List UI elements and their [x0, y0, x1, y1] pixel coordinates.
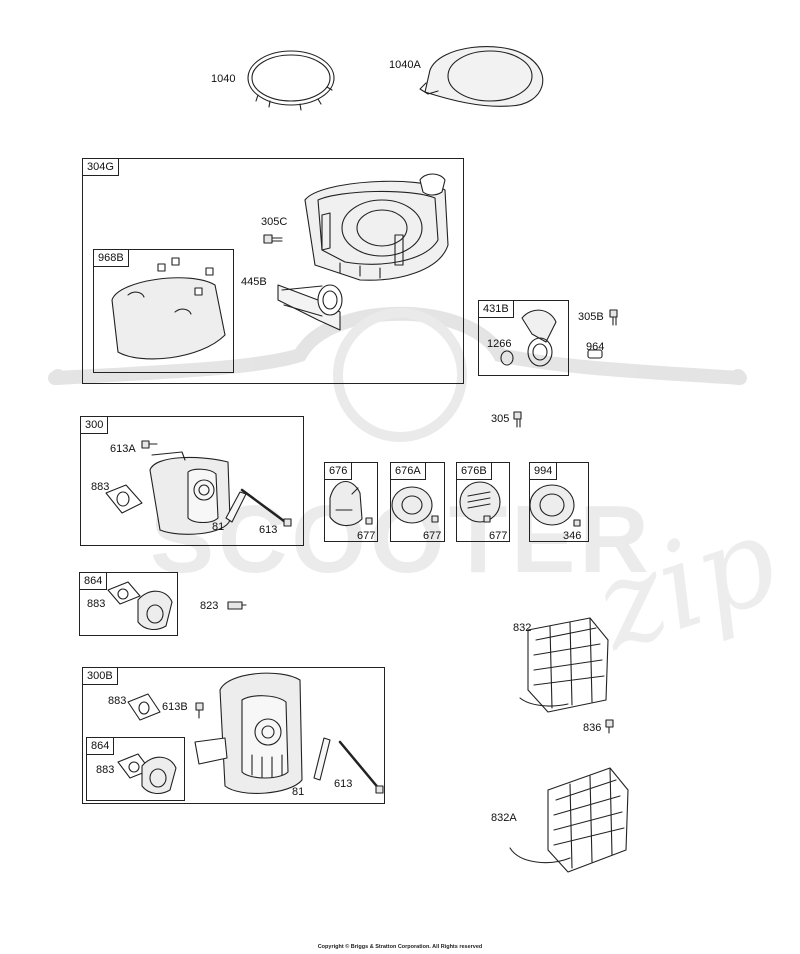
bolt-613-part	[240, 488, 292, 527]
group-tag-968B: 968B	[94, 250, 129, 267]
plug-964-part	[587, 349, 603, 359]
callout-964: 964	[586, 341, 605, 353]
callout-613B: 613B	[162, 701, 188, 713]
callout-1040A: 1040A	[389, 59, 421, 71]
filter-445B-part	[277, 284, 343, 331]
ring-1040A-part	[419, 46, 544, 107]
callout-613-300B: 613	[334, 778, 353, 790]
adapter-864-300B-part	[117, 753, 177, 795]
group-tag-676B: 676B	[457, 463, 492, 480]
group-tag-431B: 431B	[479, 301, 514, 318]
callout-832A: 832A	[491, 812, 517, 824]
group-box-676: 676	[324, 462, 378, 542]
callout-81-300: 81	[212, 521, 225, 533]
callout-883-300B: 883	[108, 695, 127, 707]
group-tag-300B: 300B	[83, 668, 118, 685]
callout-677-676B: 677	[489, 530, 508, 542]
callout-832: 832	[513, 622, 532, 634]
group-tag-676: 676	[325, 463, 353, 480]
muffler-300B-part	[194, 672, 303, 794]
elbow-431B-part	[500, 309, 557, 367]
group-tag-300: 300	[81, 417, 109, 434]
bolt-613-300B-part	[338, 740, 384, 794]
gasket-883-300B-part	[127, 693, 161, 721]
bolt-305B-part	[609, 309, 618, 326]
guard-832A-part	[509, 767, 629, 873]
muffler-300-part	[149, 451, 231, 535]
adapter-864-part	[107, 581, 173, 631]
group-box-300B: 300B	[82, 667, 385, 804]
bolt-823-part	[227, 601, 247, 610]
screw-613B-part	[195, 702, 204, 719]
callout-883-864-300B: 883	[96, 764, 115, 776]
deflector-994-part	[529, 484, 581, 527]
group-box-676A: 676A	[390, 462, 445, 542]
group-tag-864-bottom: 864	[87, 738, 115, 755]
callout-305B: 305B	[578, 311, 604, 323]
group-tag-994: 994	[530, 463, 558, 480]
group-tag-864-top: 864	[80, 573, 108, 590]
callout-883-300: 883	[91, 481, 110, 493]
cover-968B-part	[111, 257, 226, 360]
group-box-300: 300	[80, 416, 304, 546]
group-box-994: 994	[529, 462, 589, 542]
screw-836-part	[605, 719, 614, 734]
guard-832-part	[519, 617, 609, 713]
deflector-676-part	[329, 481, 373, 527]
group-box-864-top: 864	[79, 572, 178, 636]
group-tag-304G: 304G	[83, 159, 119, 176]
group-box-676B: 676B	[456, 462, 510, 542]
gasket-883-part	[105, 484, 143, 514]
screw-305C-part	[263, 234, 283, 244]
deflector-676B-part	[459, 481, 501, 523]
callout-823: 823	[200, 600, 219, 612]
group-box-431B: 431B	[478, 300, 569, 376]
callout-445B: 445B	[241, 276, 267, 288]
group-box-304G: 304G	[82, 158, 464, 384]
callout-81-300B: 81	[292, 786, 305, 798]
group-box-968B: 968B	[93, 249, 234, 373]
screw-613A-part	[141, 440, 158, 449]
plate-81-300B-part	[313, 737, 331, 781]
callout-1266: 1266	[487, 338, 512, 350]
ring-1040-part	[247, 50, 335, 111]
group-box-864-bottom: 864	[86, 737, 185, 801]
callout-677-676: 677	[357, 530, 376, 542]
screw-305-part	[513, 411, 522, 428]
copyright-notice: Copyright © Briggs & Stratton Corporatio…	[317, 944, 483, 950]
callout-305C: 305C	[261, 216, 288, 228]
blower-housing-part	[304, 173, 449, 281]
callout-346: 346	[563, 530, 582, 542]
callout-613A: 613A	[110, 443, 136, 455]
deflector-676A-part	[391, 486, 439, 524]
callout-677-676A: 677	[423, 530, 442, 542]
callout-836: 836	[583, 722, 602, 734]
callout-613-300: 613	[259, 524, 278, 536]
callout-883-864: 883	[87, 598, 106, 610]
callout-1040: 1040	[211, 73, 236, 85]
callout-305: 305	[491, 413, 510, 425]
group-tag-676A: 676A	[391, 463, 426, 480]
